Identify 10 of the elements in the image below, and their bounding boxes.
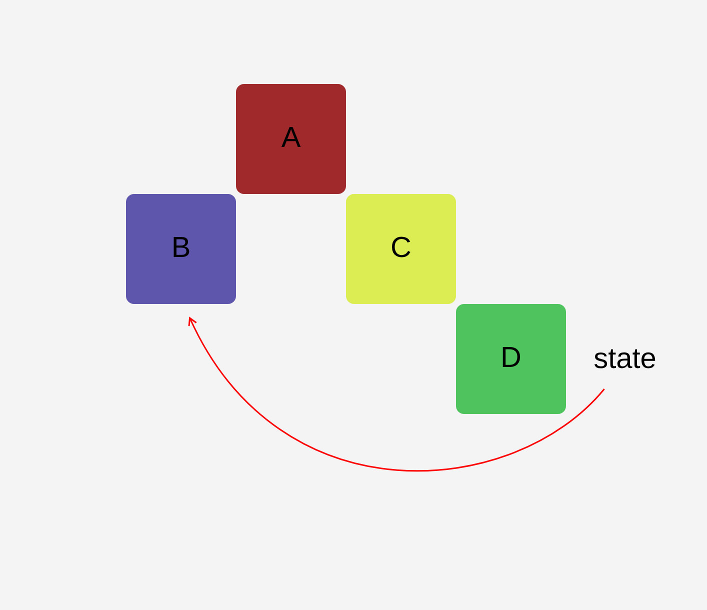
box-label: A [281, 121, 301, 156]
rounded-box [236, 84, 346, 194]
box-label: B [171, 231, 191, 266]
curved-arrow [188, 317, 605, 471]
rounded-box [126, 194, 236, 304]
box-label: D [500, 341, 522, 376]
rounded-box [346, 194, 456, 304]
rounded-box [456, 304, 566, 414]
state-label: state [580, 338, 670, 382]
box-label: C [390, 231, 412, 266]
